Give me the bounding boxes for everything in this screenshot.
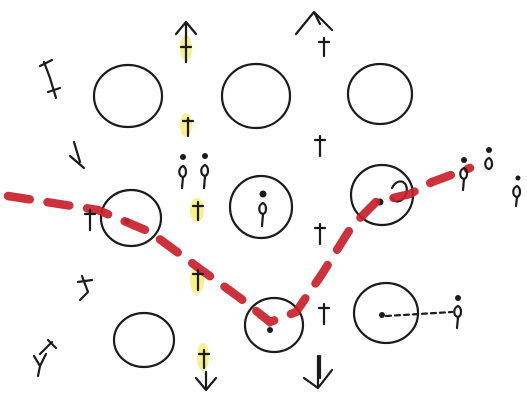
- arrow-icon: [317, 302, 331, 326]
- circle-outline-icon: [99, 188, 163, 248]
- arrow-icon: [38, 58, 62, 100]
- arrow-icon: [76, 274, 94, 302]
- arrow-icon: [197, 348, 211, 370]
- pin-icon: [258, 201, 268, 228]
- fork-arrow-icon: [194, 370, 218, 392]
- fork-arrow-icon: [302, 354, 334, 390]
- fork-arrow-icon: [32, 352, 48, 378]
- circle-outline-icon: [92, 63, 164, 129]
- arrow-icon: [181, 116, 195, 138]
- dot: [267, 327, 273, 333]
- pin-icon: [200, 153, 210, 190]
- highlight-mark: [180, 113, 192, 137]
- arrow-icon: [313, 222, 327, 246]
- pin-icon: [453, 295, 463, 330]
- fork-arrow-icon: [294, 10, 334, 36]
- pin-icon: [484, 147, 494, 171]
- highlight-marks: [180, 35, 209, 371]
- circle-outline-icon: [112, 311, 176, 369]
- arrow-icon: [191, 268, 205, 292]
- pin-icon: [459, 157, 469, 192]
- arrow-icon: [191, 200, 205, 222]
- circle-outline-icon: [352, 281, 420, 345]
- circle-grid: [92, 62, 420, 369]
- arrow-icon: [68, 140, 86, 170]
- red-dashed-route: [3, 163, 475, 327]
- arrow-glyphs: [38, 36, 331, 380]
- circle-outline-icon: [220, 62, 292, 130]
- pin-glyphs: [178, 147, 522, 330]
- circle-outline-icon: [346, 62, 414, 126]
- pin-icon: [178, 154, 188, 190]
- dot: [259, 190, 267, 198]
- arrow-icon: [38, 338, 58, 356]
- pin-icon: [512, 175, 522, 208]
- arrow-icon: [313, 134, 327, 158]
- dashed-connector: [384, 310, 454, 318]
- circle-outline-icon: [243, 296, 305, 354]
- arrow-icon: [317, 36, 331, 58]
- circle-outline-icon: [228, 174, 294, 240]
- fork-arrow-icon: [174, 20, 198, 46]
- arrow-icon: [83, 208, 97, 232]
- fork-arrow-glyphs: [32, 10, 334, 392]
- dot: [379, 312, 385, 318]
